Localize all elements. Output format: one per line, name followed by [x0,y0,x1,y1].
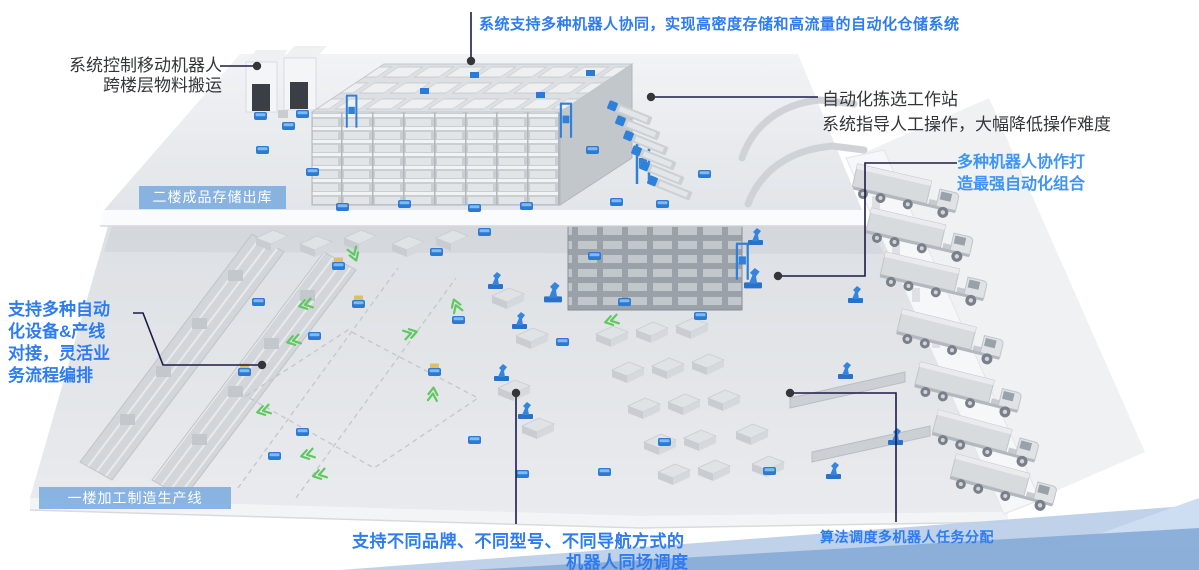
callout-elevator-line1: 系统控制移动机器人 [69,56,222,75]
robot-icon [468,436,481,444]
callout-dot [646,92,656,102]
dock-conveyors [789,362,931,479]
robot-icon [763,467,776,475]
callout-dot [252,61,262,71]
conveyor-loops-2f [738,96,868,208]
callout-device-integration: 支持多种自动 化设备&产线 对接，灵活业 务流程编排 [8,299,110,387]
callout-dots [252,56,795,398]
robot-icon [468,204,481,212]
robot-icon [520,202,533,210]
robot-icon [336,203,349,211]
callout-task-allocation: 算法调度多机器人任务分配 [820,529,994,545]
callout-line-bottom-right [793,392,897,522]
production-conveyor-left [79,229,469,499]
callout-multi-robot-line2: 造最强自动化组合 [957,176,1086,193]
robot-icon [598,468,611,476]
callout-dot [785,388,795,398]
robot-icon [694,312,707,320]
robot-icon [656,200,669,208]
dashed-paths [237,267,480,499]
callout-multi-robot-line1: 多种机器人协作打 [957,154,1086,171]
callout-device-line3: 对接，灵活业 [8,344,110,363]
bottom-ribbons [340,498,1199,570]
robot-icon [296,110,309,118]
robot-icon [478,228,491,236]
robot-icon [698,170,711,178]
callout-multi-robot: 多种机器人协作打 造最强自动化组合 [957,152,1085,196]
callout-device-line1: 支持多种自动 [8,300,110,319]
callout-lines [133,12,957,524]
callout-dot [773,271,783,281]
callout-elevator: 系统控制移动机器人 跨楼层物料搬运 [30,56,222,96]
robot-icon [618,298,631,306]
callout-device-line4: 务流程编排 [8,366,93,385]
robot-icon [306,168,319,176]
robot-icon [398,200,411,208]
robot-icon [556,338,569,346]
callout-top-title: 系统支持多种机器人协同，实现高密度存储和高流量的自动化仓储系统 [479,16,960,33]
robot-icon [588,252,601,260]
callout-picking-station: 自动化拣选工作站 系统指导人工操作，大幅降低操作难度 [822,87,1111,137]
callout-elevator-line2: 跨楼层物料搬运 [103,76,222,95]
callout-scheduling-line1: 支持不同品牌、不同型号、不同导航方式的 [352,532,685,551]
robot-icon [658,438,671,446]
elevator-towers [245,46,327,120]
robot-icon [452,316,465,324]
pallet-rack-1f [544,207,762,311]
robot-icon [268,452,281,460]
callout-dot [466,56,476,66]
callout-picking-line2: 系统指导人工操作，大幅降低操作难度 [822,115,1111,134]
callout-picking-line1: 自动化拣选工作站 [822,90,958,109]
callout-line-right [781,162,957,277]
callout-scheduling-line2: 机器人同场调度 [566,553,689,570]
robot-icon [282,122,295,130]
robot-icon [254,112,267,120]
robot-icon [586,146,599,154]
robot-icon [308,332,321,340]
callout-dot [511,388,521,398]
floor1-badge: 一楼加工制造生产线 [39,487,231,509]
robot-icon [430,248,443,256]
robot-icon [256,146,269,154]
callout-dot [257,360,267,370]
robot-icon [252,298,265,306]
robot-icon [610,198,623,206]
robot-icon [296,428,309,436]
callout-line-left [133,312,259,366]
robot-icon [516,470,529,478]
callout-device-line2: 化设备&产线 [8,322,106,341]
floor2-badge: 二楼成品存储出库 [139,186,286,209]
storage-rack-2f [310,63,652,206]
